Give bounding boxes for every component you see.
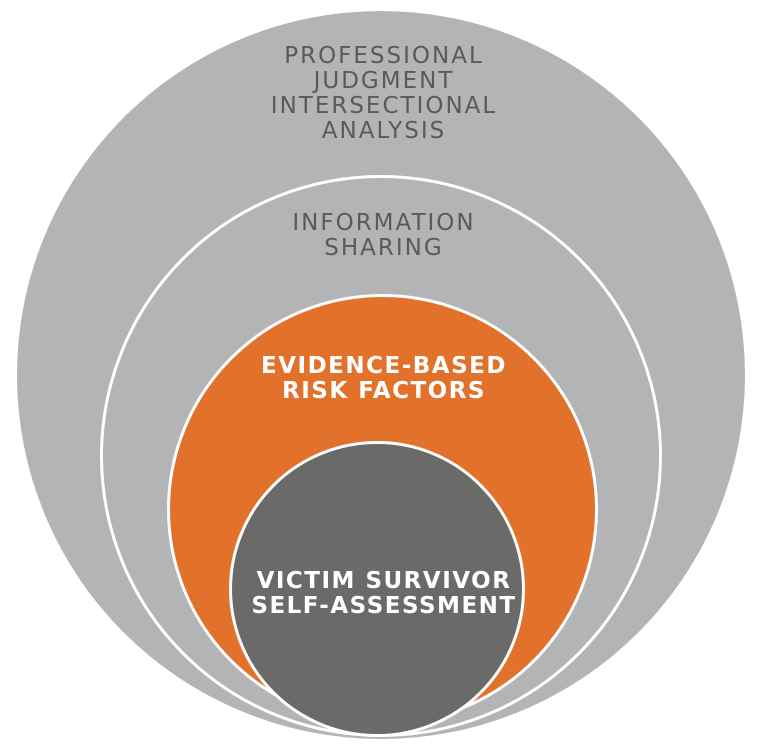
- label-victim-survivor-self-assessment: VICTIM SURVIVOR SELF-ASSESSMENT: [0, 569, 768, 619]
- circle-victim-survivor-self-assessment: [229, 441, 525, 737]
- label-line: RISK FACTORS: [282, 378, 486, 404]
- label-line: SHARING: [324, 235, 444, 261]
- label-line: ANALYSIS: [321, 118, 447, 144]
- label-line: VICTIM SURVIVOR: [256, 568, 512, 594]
- label-professional-judgment-intersectional-analysis: PROFESSIONAL JUDGMENT INTERSECTIONAL ANA…: [0, 44, 768, 144]
- label-line: INFORMATION: [292, 210, 476, 236]
- label-line: SELF-ASSESSMENT: [251, 593, 517, 619]
- label-evidence-based-risk-factors: EVIDENCE-BASED RISK FACTORS: [0, 354, 768, 404]
- label-line: INTERSECTIONAL: [270, 93, 498, 119]
- label-information-sharing: INFORMATION SHARING: [0, 211, 768, 261]
- label-line: PROFESSIONAL: [284, 43, 484, 69]
- label-line: EVIDENCE-BASED: [261, 353, 507, 379]
- label-line: JUDGMENT: [313, 68, 455, 94]
